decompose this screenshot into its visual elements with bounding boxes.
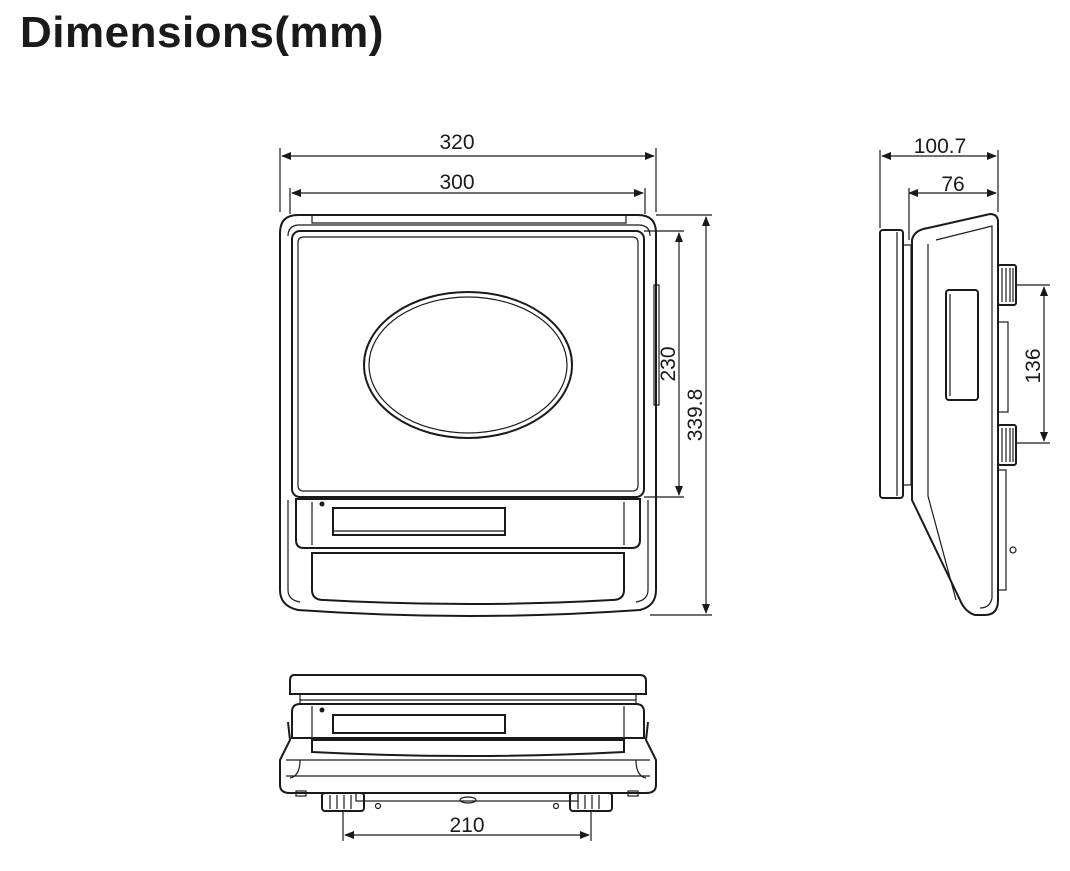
dim-300: 300 xyxy=(289,171,646,214)
dim-230-label: 230 xyxy=(657,346,680,381)
dim-320: 320 xyxy=(279,131,657,212)
dim-136-label: 136 xyxy=(1022,348,1045,383)
side-view xyxy=(879,212,1017,616)
page-title: Dimensions(mm) xyxy=(20,8,384,57)
side-foot-bottom xyxy=(997,424,1017,466)
dim-100-7: 100.7 xyxy=(879,135,999,228)
dim-76-label: 76 xyxy=(941,173,964,196)
dim-210-label: 210 xyxy=(449,814,484,837)
pan-oval xyxy=(363,291,573,439)
front-foot-left xyxy=(321,792,365,812)
keypad-area xyxy=(311,552,625,605)
dim-339-8: 339.8 xyxy=(650,214,712,616)
dim-320-label: 320 xyxy=(439,131,474,154)
side-window xyxy=(945,289,979,401)
dim-210: 210 xyxy=(342,811,592,841)
dim-300-label: 300 xyxy=(439,171,474,194)
front-view xyxy=(279,674,657,812)
dim-76: 76 xyxy=(908,173,997,240)
weighing-pan xyxy=(291,230,645,498)
dim-100-7-label: 100.7 xyxy=(914,135,967,158)
front-foot-right xyxy=(569,792,613,812)
side-foot-top xyxy=(997,264,1017,306)
dim-339-8-label: 339.8 xyxy=(684,389,707,442)
dim-230: 230 xyxy=(644,230,684,498)
top-view xyxy=(279,214,660,617)
dim-136: 136 xyxy=(1016,284,1050,444)
display-window xyxy=(332,507,506,536)
